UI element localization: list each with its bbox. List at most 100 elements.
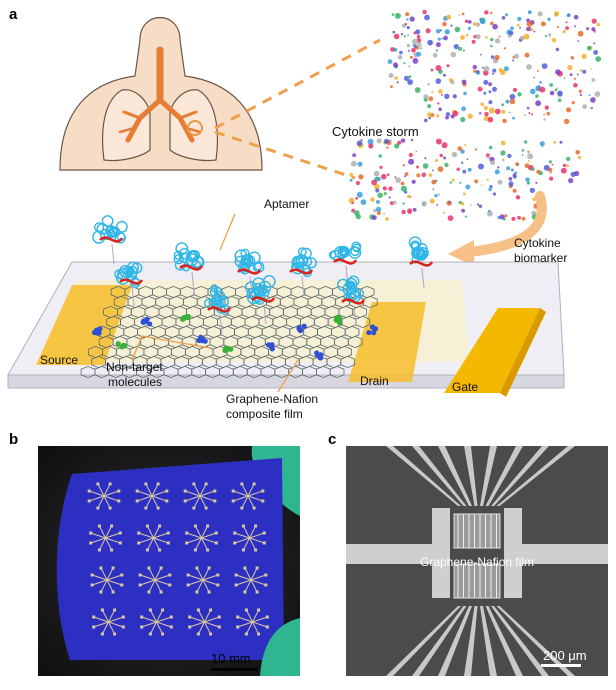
- zoom-dashes: [214, 38, 381, 180]
- scalebar-b-line: [211, 668, 257, 671]
- cytokine-particle: [424, 118, 428, 123]
- electrode-pad: [192, 506, 196, 510]
- cytokine-particle: [533, 76, 536, 79]
- electrode-pad: [89, 541, 93, 545]
- cytokine-particle: [593, 42, 596, 45]
- molecule-blob: [119, 344, 125, 350]
- cytokine-particle: [530, 167, 535, 171]
- left-bus: [346, 544, 438, 564]
- cytokine-particle: [432, 188, 435, 191]
- cytokine-particle: [416, 34, 421, 39]
- label-non-target-2: molecules: [108, 375, 163, 389]
- cytokine-particle: [445, 115, 449, 120]
- cytokine-particle: [404, 22, 408, 26]
- cytokine-particle: [373, 209, 377, 213]
- electrode-pad: [196, 608, 200, 612]
- protein-coil: [119, 264, 132, 278]
- cytokine-particle: [579, 93, 583, 96]
- electrode-pad: [240, 482, 244, 486]
- cytokine-particle: [462, 49, 465, 52]
- cytokine-particle: [500, 140, 506, 146]
- cytokine-particle: [357, 161, 363, 167]
- electrode-trace: [146, 525, 154, 539]
- cytokine-particle: [492, 68, 497, 73]
- cytokine-particle: [512, 116, 515, 120]
- cytokine-particle: [490, 160, 496, 166]
- electrode-trace: [148, 567, 156, 581]
- electrode-trace: [237, 616, 253, 623]
- cytokine-particle: [409, 55, 413, 59]
- cytokine-particle: [537, 11, 543, 17]
- cytokine-particle: [591, 27, 596, 32]
- cytokine-particle: [483, 91, 487, 95]
- cytokine-particle: [517, 16, 522, 22]
- electrode-trace: [137, 490, 153, 497]
- label-cytokine-biomarker-2: biomarker: [514, 251, 568, 265]
- cytokine-particle: [356, 140, 363, 147]
- cytokine-particle: [400, 181, 405, 186]
- cytokine-particle: [488, 107, 495, 114]
- cytokine-particle: [565, 21, 568, 24]
- electrode-pad: [92, 625, 96, 629]
- cytokine-particle: [471, 39, 476, 44]
- wafer-illustration: [38, 446, 300, 676]
- aptamer-strand: [207, 306, 232, 313]
- cytokine-particle: [460, 149, 465, 154]
- electrode-trace: [154, 574, 170, 581]
- cytokine-particle: [514, 53, 520, 59]
- label-aptamer: Aptamer: [264, 197, 310, 211]
- sem-trace-top: [480, 446, 497, 506]
- panel-a-illustration: [7, 9, 602, 397]
- cytokine-particle: [427, 104, 432, 109]
- electrode-trace: [247, 495, 255, 509]
- cytokine-particle: [404, 175, 407, 178]
- cytokine-particle: [368, 143, 374, 149]
- protein-complexes: [92, 215, 434, 335]
- cytokine-particle: [404, 172, 409, 176]
- cytokine-particle: [479, 112, 482, 115]
- protein-coil: [416, 246, 429, 259]
- molecule-blob: [314, 352, 321, 358]
- cytokine-particle: [478, 204, 482, 208]
- cytokine-particle: [435, 78, 442, 84]
- electrode-pad: [87, 489, 91, 493]
- cytokine-particle: [564, 118, 570, 125]
- cytokine-particle: [400, 33, 404, 36]
- electrode-trace: [148, 579, 156, 593]
- electrode-trace: [249, 537, 265, 544]
- cytokine-particle: [505, 13, 508, 17]
- cytokine-particle: [586, 45, 592, 51]
- cytokine-particle: [458, 200, 462, 205]
- cytokine-particle: [544, 34, 548, 38]
- electrode-trace: [249, 537, 257, 551]
- cytokine-particle: [438, 107, 442, 112]
- cytokine-particle: [442, 21, 447, 27]
- cytokine-particle: [524, 163, 530, 169]
- sem-trace-bottom: [464, 606, 478, 676]
- cytokine-particle: [385, 217, 389, 221]
- cytokine-particle: [487, 210, 493, 217]
- electrode-trace: [149, 609, 157, 623]
- protein-coil: [211, 294, 223, 307]
- cytokine-particle: [470, 204, 472, 206]
- electrode-trace: [151, 495, 159, 509]
- label-drain: Drain: [360, 374, 389, 388]
- protein-coil: [295, 257, 306, 268]
- cytokine-particle: [467, 113, 473, 119]
- electrode-pad: [147, 566, 151, 570]
- electrode-pad: [169, 625, 173, 629]
- electrode-trace: [154, 579, 162, 593]
- cytokine-particle: [507, 153, 512, 159]
- electrode-pad: [252, 482, 256, 486]
- protein-coil: [208, 297, 218, 307]
- electrode-pad: [97, 548, 101, 552]
- electrode-trace: [247, 483, 255, 497]
- electrode-pad: [108, 482, 112, 486]
- cytokine-particle: [376, 138, 382, 144]
- cytokine-particle: [444, 93, 450, 100]
- cytokine-particle: [462, 169, 467, 174]
- cytokine-particle: [431, 91, 434, 94]
- cytokine-particle: [467, 167, 472, 172]
- molecule-blob: [198, 334, 204, 340]
- panel-letter-b: b: [9, 431, 19, 448]
